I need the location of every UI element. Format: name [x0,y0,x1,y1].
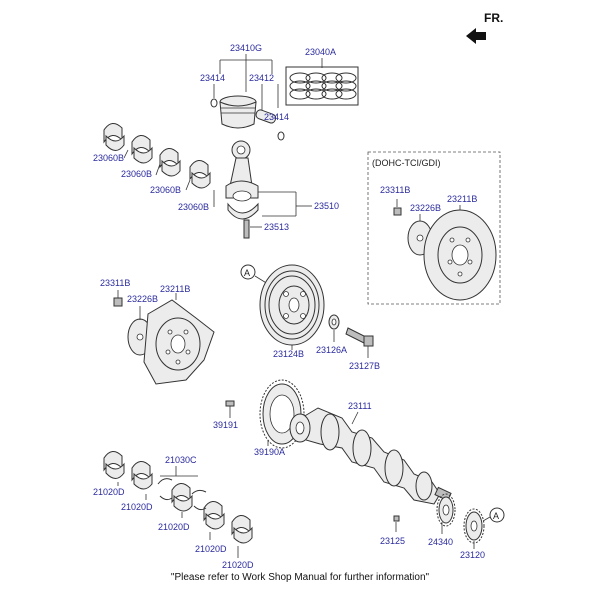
part-number-23060B-2[interactable]: 23060B [121,169,152,179]
flexplate-bolt-box [393,207,402,216]
callout-a-circle-bottom [489,507,505,523]
part-number-39190A[interactable]: 39190A [254,447,285,457]
part-number-21020D-4[interactable]: 21020D [195,544,227,554]
oil-pump-sprocket: A [463,507,505,549]
part-number-39191[interactable]: 39191 [213,420,238,430]
part-number-23124B[interactable]: 23124B [273,349,304,359]
drive-plate-bolt [113,297,123,307]
crankshaft [289,407,452,505]
part-number-23414-left[interactable]: 23414 [200,73,225,83]
callout-a-circle-top [240,264,256,280]
snap-ring-left [210,98,218,108]
crankshaft-key [393,515,400,532]
part-number-23412[interactable]: 23412 [249,73,274,83]
part-number-23060B-1[interactable]: 23060B [93,153,124,163]
part-number-23311B-box[interactable]: 23311B [380,185,410,195]
front-arrow-icon [466,28,486,44]
rod-cap [227,202,259,220]
crank-sprocket [436,493,456,534]
part-number-23040A[interactable]: 23040A [305,47,336,57]
part-number-23060B-3[interactable]: 23060B [150,185,181,195]
rod-bolt [243,219,250,239]
front-label: FR. [484,11,503,25]
part-number-21020D-1[interactable]: 21020D [93,487,125,497]
drive-plate-assembly [113,290,215,385]
part-number-23410G[interactable]: 23410G [230,43,262,53]
piston-pin [255,109,277,124]
part-number-23211B[interactable]: 23211B [160,284,190,294]
target-wheel-teeth [259,379,305,449]
part-number-23226B-box[interactable]: 23226B [410,203,441,213]
part-number-23126A[interactable]: 23126A [316,345,347,355]
target-wheel-pin [225,400,235,407]
part-number-21020D-5[interactable]: 21020D [222,560,254,570]
part-number-23127B[interactable]: 23127B [349,361,380,371]
damper-pulley-assembly: A [240,264,374,358]
connecting-rod [225,140,312,239]
part-number-23060B-4[interactable]: 23060B [178,202,209,212]
part-number-23211B-box[interactable]: 23211B [447,194,477,204]
dohc-tci-gdi-variant-box: (DOHC-TCI/GDI) [367,151,501,305]
callout-a-bottom: A [493,511,499,521]
main-bearings [103,451,253,558]
part-number-23125[interactable]: 23125 [380,536,405,546]
piston-body [219,101,257,129]
part-number-23414-right[interactable]: 23414 [264,112,289,122]
part-number-21030C[interactable]: 21030C [165,455,197,465]
snap-ring-right [277,131,285,141]
part-number-24340[interactable]: 24340 [428,537,453,547]
part-number-23111[interactable]: 23111 [348,401,372,411]
front-direction-indicator: FR. [466,11,503,44]
part-number-23510[interactable]: 23510 [314,201,339,211]
conn-rod-bearings [103,123,215,207]
part-number-21020D-2[interactable]: 21020D [121,502,153,512]
piston-assembly [210,54,285,141]
variant-box-label: (DOHC-TCI/GDI) [372,158,441,168]
part-number-21020D-3[interactable]: 21020D [158,522,190,532]
callout-a-top: A [244,268,250,278]
part-number-23311B[interactable]: 23311B [100,278,130,288]
part-number-23513[interactable]: 23513 [264,222,289,232]
ring-set-frame [285,66,359,106]
part-number-23120[interactable]: 23120 [460,550,485,560]
part-number-23226B[interactable]: 23226B [127,294,158,304]
footer-note: "Please refer to Work Shop Manual for fu… [171,572,430,583]
piston-ring-set [285,58,359,106]
